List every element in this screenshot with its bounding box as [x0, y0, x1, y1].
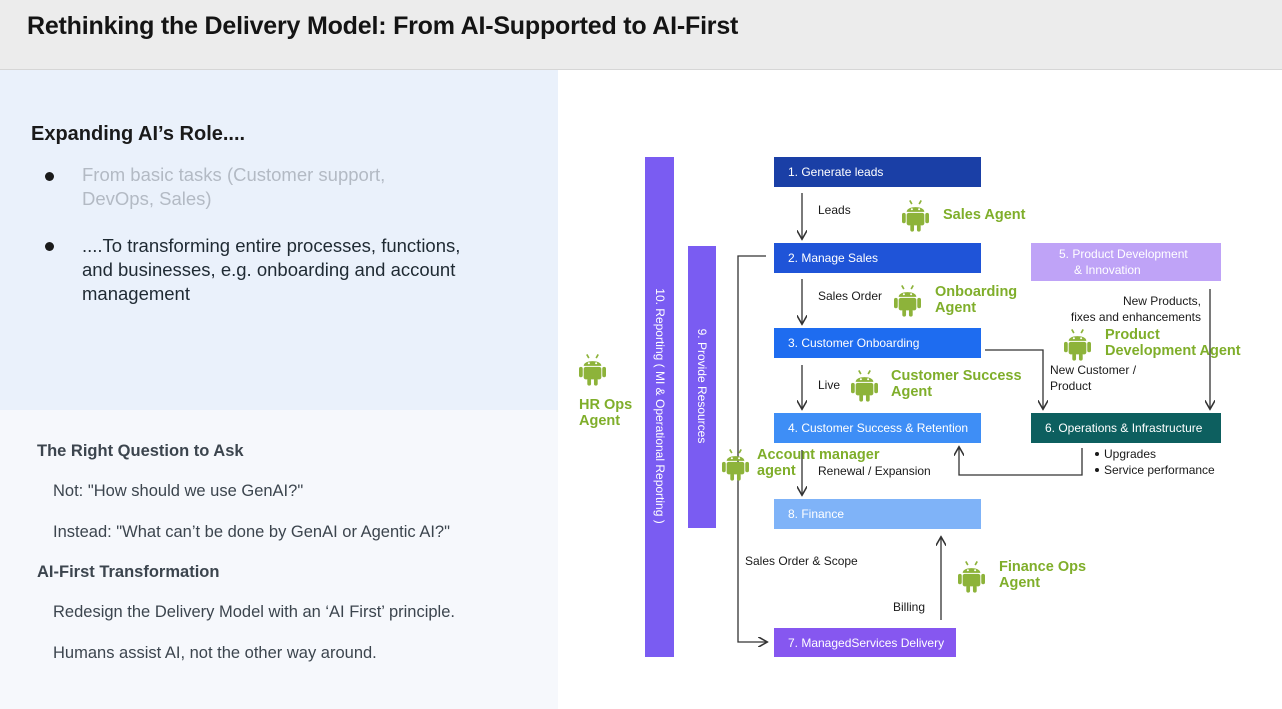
bullet-basic-line2: DevOps, Sales) — [82, 188, 212, 209]
label-new-customer-line1: New Customer / — [1050, 363, 1137, 377]
right-question-heading: The Right Question to Ask — [37, 442, 244, 460]
agent-label-account-manager: Account manager agent — [757, 447, 879, 479]
label-new-products-line2: fixes and enhancements — [1070, 310, 1201, 324]
agent-label-customer-success: Customer Success Agent — [891, 368, 1022, 400]
agent-label-onboarding: Onboarding Agent — [935, 284, 1017, 316]
box-customer-onboarding: 3. Customer Onboarding — [774, 328, 981, 358]
ai-first-heading: AI-First Transformation — [37, 563, 220, 581]
label-live: Live — [818, 378, 841, 392]
android-robot-icon — [851, 370, 878, 402]
label-new-products-line1: New Products, — [1122, 294, 1201, 308]
box-generate-leads: 1. Generate leads — [774, 157, 981, 187]
android-robot-icon — [894, 285, 921, 317]
bullet-transforming: ....To transforming entire processes, fu… — [82, 234, 502, 306]
label-new-customer-line2: Product — [1050, 379, 1092, 393]
android-robot-icon — [579, 354, 606, 386]
bullet-basic-line1: From basic tasks (Customer support, — [82, 164, 386, 185]
agent-label-product-development-line1: Product — [1105, 327, 1160, 343]
agent-label-account-manager-line2: agent — [757, 463, 796, 479]
reporting-bar-label: 10. Reporting ( MI & Operational Reporti… — [653, 288, 667, 524]
label-billing: Billing — [893, 600, 926, 614]
agent-label-customer-success-line1: Customer Success — [891, 368, 1022, 384]
label-sales-order: Sales Order — [818, 289, 883, 303]
box-manage-sales: 2. Manage Sales — [774, 243, 981, 273]
agent-label-finance-ops: Finance Ops Agent — [999, 559, 1086, 591]
agent-label-hr-ops-line1: HR Ops — [579, 397, 633, 413]
transform-humans: Humans assist AI, not the other way arou… — [53, 644, 377, 662]
label-leads: Leads — [818, 203, 851, 217]
left-panel-top — [0, 70, 558, 410]
provide-resources-bar: 9. Provide Resources — [688, 246, 716, 528]
question-not: Not: "How should we use GenAI?" — [53, 482, 304, 500]
android-robot-icon — [1064, 329, 1091, 361]
bullet-basic-tasks: From basic tasks (Customer support, DevO… — [82, 163, 502, 211]
bullet-transform-line3: management — [82, 283, 190, 304]
left-panel-bottom — [0, 410, 558, 709]
agent-label-customer-success-line2: Agent — [891, 384, 933, 400]
bullet-transform-line2: and businesses, e.g. onboarding and acco… — [82, 259, 456, 280]
agent-label-product-development-line2: Development Agent — [1105, 343, 1241, 359]
box-customer-success: 4. Customer Success & Retention — [774, 413, 981, 443]
agent-label-finance-ops-line1: Finance Ops — [999, 559, 1087, 575]
box-managed-services: 7. ManagedServices Delivery — [774, 628, 956, 657]
box-product-development-line1: 5. Product Development — [1059, 247, 1188, 261]
agent-label-product-development: Product Development Agent — [1105, 327, 1241, 359]
agent-label-hr-ops-line2: Agent — [579, 413, 621, 429]
reporting-bar: 10. Reporting ( MI & Operational Reporti… — [645, 157, 674, 657]
label-renewal: Renewal / Expansion — [818, 464, 931, 478]
android-robot-icon — [958, 561, 985, 593]
label-service-performance: Service performance — [1104, 463, 1215, 477]
box-operations-infrastructure: 6. Operations & Infrastructure — [1031, 413, 1221, 443]
agent-label-onboarding-line1: Onboarding — [935, 284, 1018, 300]
bullet-dot-2 — [45, 242, 54, 251]
label-upgrades: Upgrades — [1104, 447, 1157, 461]
android-robot-icon — [722, 449, 749, 481]
agent-label-account-manager-line1: Account manager — [757, 447, 880, 463]
box-product-development-line2: & Innovation — [1074, 263, 1141, 277]
slide-header: Rethinking the Delivery Model: From AI-S… — [0, 0, 1282, 70]
agent-label-hr-ops: HR Ops Agent — [579, 397, 632, 429]
label-new-customer: New Customer / Product — [1050, 362, 1136, 394]
box-finance: 8. Finance — [774, 499, 981, 529]
agent-label-finance-ops-line2: Agent — [999, 575, 1041, 591]
slide-title: Rethinking the Delivery Model: From AI-S… — [27, 12, 739, 40]
bullet-dot-1 — [45, 172, 54, 181]
question-instead: Instead: "What can’t be done by GenAI or… — [53, 523, 450, 541]
label-new-products: New Products, fixes and enhancements — [1065, 293, 1201, 325]
transform-redesign: Redesign the Delivery Model with an ‘AI … — [53, 603, 455, 621]
provide-resources-label: 9. Provide Resources — [695, 328, 709, 444]
agent-label-sales: Sales Agent — [943, 207, 1026, 223]
android-robot-icon — [902, 200, 929, 232]
box-product-development: 5. Product Development & Innovation — [1031, 243, 1221, 281]
label-sales-order-scope: Sales Order & Scope — [745, 554, 858, 568]
agent-label-onboarding-line2: Agent — [935, 300, 977, 316]
bullet-transform-line1: ....To transforming entire processes, fu… — [82, 235, 461, 256]
expanding-role-heading: Expanding AI’s Role.... — [31, 123, 246, 145]
